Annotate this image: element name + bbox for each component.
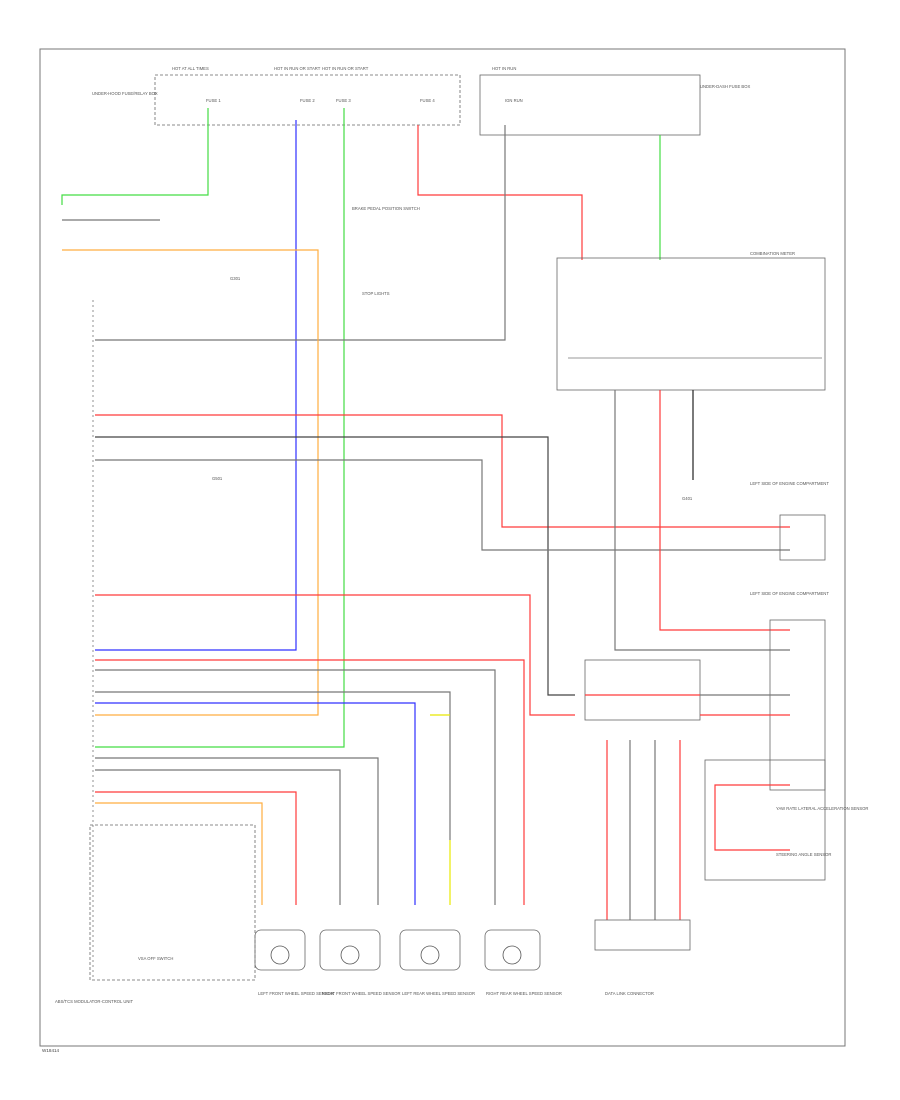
wire-blue-main <box>95 120 297 651</box>
wheel-lf-label: LEFT FRONT WHEEL SPEED SENSOR <box>258 991 334 996</box>
wheel-sensor-lr <box>399 840 461 971</box>
wire-red-2 <box>95 594 575 716</box>
wire-gray-2 <box>95 459 790 551</box>
wire-meter-gray <box>614 390 790 651</box>
under-hood-fuse-box <box>154 74 461 126</box>
wire-gray-5 <box>95 757 379 840</box>
wire-meter-red <box>659 390 790 631</box>
abs-module-label: ABS/TCS MODULATOR-CONTROL UNIT <box>55 999 134 1004</box>
yaw-sensor-label: YAW RATE LATERAL ACCELERATION SENSOR <box>776 806 868 811</box>
wheel-sensor-lf <box>254 840 306 971</box>
wire-gray-3 <box>95 669 496 840</box>
fuse-label-2: FUSE 2 <box>300 98 315 103</box>
hot-label-2: HOT IN RUN OR START <box>274 66 321 71</box>
left-sensor-label-2: LEFT SIDE OF ENGINE COMPARTMENT <box>750 591 829 596</box>
wheel-sensor-rf <box>319 840 381 971</box>
combination-meter-box <box>556 257 826 391</box>
wire-darkgray-1 <box>95 436 575 696</box>
data-link-connector <box>594 919 691 951</box>
footer-code: W18414 <box>42 1048 60 1053</box>
left-box-note: UNDER-HOOD FUSE/RELAY BOX <box>92 91 158 96</box>
wire-green-top <box>61 108 209 205</box>
fuse-label-1: FUSE 1 <box>206 98 221 103</box>
wire-gray-6 <box>95 769 341 840</box>
wire-orange-branch <box>62 249 319 716</box>
hot-label-4: HOT IN RUN <box>492 66 516 71</box>
ground-label-3: G501 <box>212 476 223 481</box>
data-link-label: DATA LINK CONNECTOR <box>605 991 654 996</box>
right-box-note: UNDER-DASH FUSE BOX <box>700 84 750 89</box>
brake-switch-label: BRAKE PEDAL POSITION SWITCH <box>352 206 420 211</box>
under-dash-fuse-box <box>479 74 701 136</box>
wire-red-3 <box>95 659 525 840</box>
wire-yaw-red <box>714 784 790 851</box>
fuse-label-4: FUSE 4 <box>420 98 435 103</box>
vsa-switch-label: VSA OFF SWITCH <box>138 956 173 961</box>
wire-red-4 <box>95 791 297 840</box>
left-sensor-box-2 <box>769 619 826 791</box>
wheel-lr-label: LEFT REAR WHEEL SPEED SENSOR <box>402 991 475 996</box>
hot-label-1: HOT AT ALL TIMES <box>172 66 209 71</box>
hot-label-3: HOT IN RUN OR START <box>322 66 369 71</box>
wheel-rf-label: RIGHT FRONT WHEEL SPEED SENSOR <box>322 991 401 996</box>
wire-orange-2 <box>95 802 263 840</box>
combination-meter-label: COMBINATION METER <box>750 251 795 256</box>
wire-blue-2 <box>95 702 416 840</box>
left-sensor-box-1 <box>779 514 826 561</box>
fuse-label-3: FUSE 3 <box>336 98 351 103</box>
yaw-sensor-box <box>704 759 826 881</box>
ign-run-label: IGN RUN <box>505 98 523 103</box>
wheel-rr-label: RIGHT REAR WHEEL SPEED SENSOR <box>486 991 562 996</box>
ground-label-1: G401 <box>682 496 693 501</box>
wire-gray-4 <box>95 691 451 840</box>
wheel-sensor-rr <box>484 840 541 971</box>
left-sensor-label-1: LEFT SIDE OF ENGINE COMPARTMENT <box>750 481 829 486</box>
wire-gray-ign <box>95 125 506 341</box>
wire-red-1 <box>95 414 790 528</box>
abs-module-lower <box>89 824 256 981</box>
wire-red-fuse4 <box>417 125 583 260</box>
junction-box <box>584 659 701 721</box>
wire-green-main <box>95 108 345 748</box>
diagram-frame <box>39 48 846 1047</box>
steering-sensor-label: STEERING ANGLE SENSOR <box>776 852 831 857</box>
ground-label-2: G301 <box>230 276 241 281</box>
stoplamp-label: STOP LIGHTS <box>362 291 390 296</box>
